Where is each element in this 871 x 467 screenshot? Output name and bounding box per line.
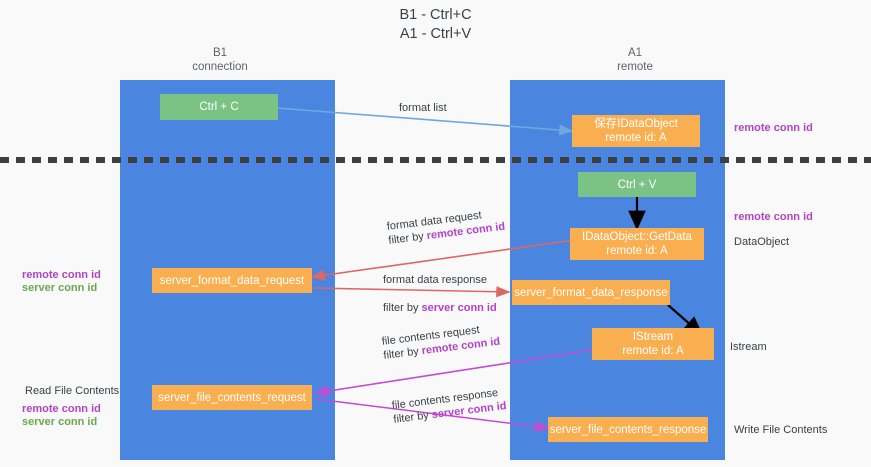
edge-label-line2: filter by server conn id bbox=[383, 301, 497, 315]
edge-label-file-contents-response: file contents response filter by server … bbox=[391, 385, 507, 427]
edge-label-file-contents-request: file contents request filter by remote c… bbox=[381, 321, 501, 363]
annotation-write-file-contents: Write File Contents bbox=[734, 424, 828, 436]
filter-prefix: filter by bbox=[387, 230, 428, 247]
annotation-istream: Istream bbox=[730, 341, 767, 353]
node-save-idataobject[interactable]: 保存IDataObject remote id: A bbox=[572, 115, 700, 147]
node-server-file-contents-request[interactable]: server_file_contents_request bbox=[152, 385, 312, 410]
page-title: B1 - Ctrl+C A1 - Ctrl+V bbox=[399, 7, 472, 42]
annotation-left-server-conn-id: server conn id bbox=[22, 282, 98, 294]
annotation-remote-conn-id-mid: remote conn id bbox=[734, 211, 813, 223]
edge-label-format-data-request: format data request filter by remote con… bbox=[386, 206, 506, 248]
filter-key: server conn id bbox=[421, 302, 497, 314]
annotation-read-file-contents: Read File Contents bbox=[25, 385, 120, 397]
column-header-b1: B1 connection bbox=[192, 47, 248, 73]
phase-divider bbox=[0, 157, 871, 163]
filter-prefix: filter by bbox=[392, 409, 433, 426]
node-istream[interactable]: IStream remote id: A bbox=[592, 328, 714, 360]
annotation-remote-conn-id-top: remote conn id bbox=[734, 122, 813, 134]
annotation-dataobject: DataObject bbox=[734, 236, 790, 248]
column-header-a1: A1 remote bbox=[617, 47, 653, 73]
filter-prefix: filter by bbox=[382, 345, 423, 362]
annotation-left-server-conn-id-2: server conn id bbox=[22, 416, 98, 428]
edge-label-line1: format data response bbox=[383, 274, 487, 286]
node-server-format-data-request[interactable]: server_format_data_request bbox=[152, 268, 312, 293]
filter-prefix: filter by bbox=[383, 302, 422, 314]
node-server-format-data-response[interactable]: server_format_data_response bbox=[512, 280, 670, 305]
node-ctrl-c[interactable]: Ctrl + C bbox=[160, 94, 278, 120]
annotation-left-remote-conn-id-2: remote conn id bbox=[22, 403, 101, 415]
edge-label-format-data-response: format data response filter by server co… bbox=[383, 273, 497, 315]
annotation-left-remote-conn-id: remote conn id bbox=[22, 269, 101, 281]
node-server-file-contents-response[interactable]: server_file_contents_response bbox=[548, 417, 708, 442]
node-idataobject-getdata[interactable]: IDataObject::GetData remote id: A bbox=[570, 228, 704, 260]
node-ctrl-v[interactable]: Ctrl + V bbox=[578, 172, 696, 197]
edge-label-format-list: format list bbox=[399, 102, 447, 114]
